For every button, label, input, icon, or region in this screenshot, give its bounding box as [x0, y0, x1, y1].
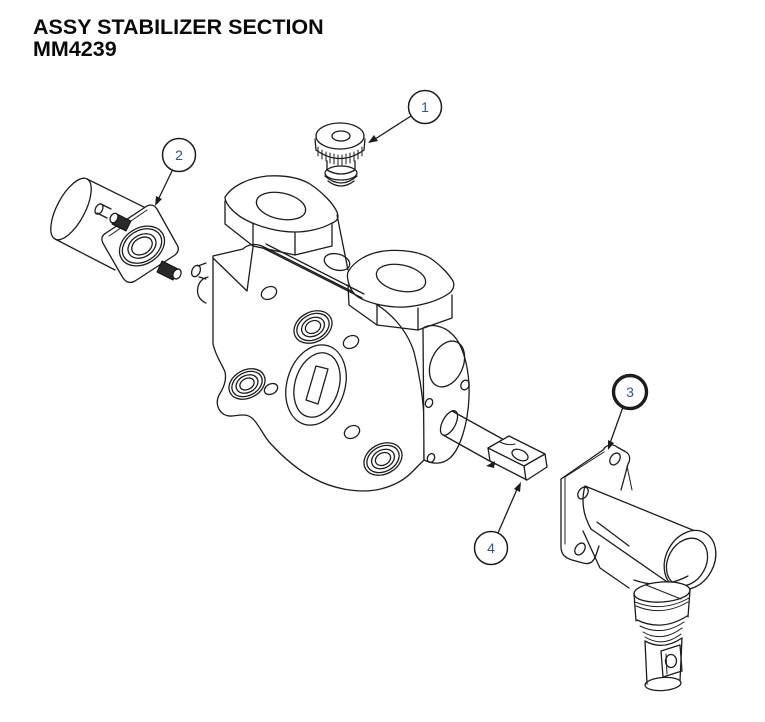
main-valve-body-drawing	[190, 175, 470, 492]
callout-balloon-3[interactable]: 3	[611, 373, 649, 411]
callout-2-leader	[156, 170, 173, 203]
part-3-actuator-assembly-drawing	[560, 444, 717, 692]
arrowhead-icon	[514, 482, 521, 492]
callout-1-number: 1	[421, 99, 429, 115]
part-1-knob-drawing	[314, 122, 366, 187]
callout-2-number: 2	[175, 147, 183, 163]
callout-4-number: 4	[487, 540, 495, 556]
callout-leaders	[155, 115, 624, 534]
arrowhead-icon	[486, 461, 495, 468]
assembly-part-number: MM4239	[33, 37, 117, 61]
callout-1-leader	[371, 115, 412, 142]
stud-lower-icon	[156, 260, 182, 281]
part-4-spool-clevis-drawing	[439, 410, 548, 481]
highlight-ring	[611, 373, 649, 411]
arrowhead-icon	[368, 135, 378, 143]
callout-4-leader	[497, 486, 519, 534]
callout-3-number: 3	[626, 384, 634, 400]
arrowhead-icon	[155, 196, 162, 206]
stud-upper-icon	[109, 212, 132, 232]
assembly-title: ASSY STABILIZER SECTION	[33, 15, 324, 39]
part-2-seal-cap-drawing	[50, 177, 182, 284]
arrowhead-icon	[608, 440, 614, 450]
callout-balloon-2[interactable]: 2	[161, 137, 197, 173]
title-block: ASSY STABILIZER SECTION MM4239	[33, 16, 324, 60]
callout-balloon-4[interactable]: 4	[473, 530, 509, 566]
callout-3-leader	[608, 406, 624, 447]
callout-balloon-1[interactable]: 1	[407, 89, 443, 125]
